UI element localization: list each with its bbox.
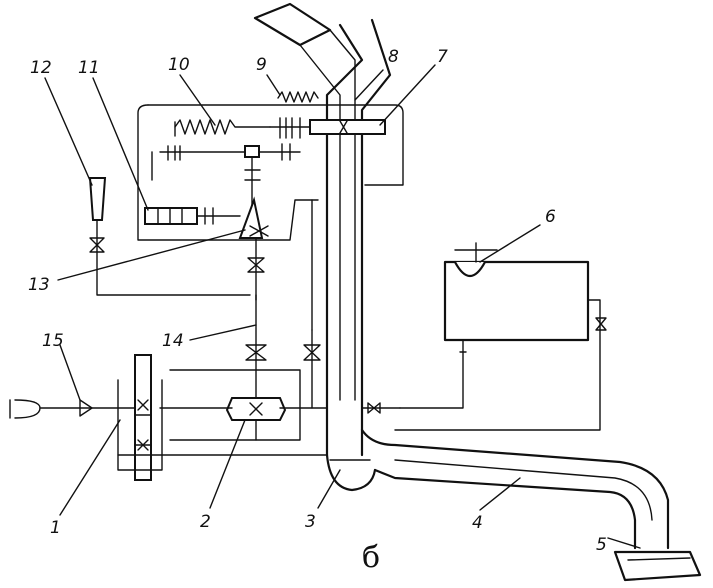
label-14: 14 <box>162 331 184 351</box>
riser-pipe-8 <box>253 2 392 457</box>
gauge-12 <box>88 177 251 296</box>
label-6: 6 <box>545 207 556 227</box>
pump-2 <box>159 369 313 441</box>
valve-13 <box>238 196 269 301</box>
label-1: 1 <box>50 518 61 538</box>
drain-pipe-4 <box>360 428 670 550</box>
label-4: 4 <box>472 513 483 533</box>
label-9: 9 <box>256 55 267 75</box>
collector-3 <box>325 453 377 492</box>
label-12: 12 <box>30 58 52 78</box>
gearbox-1 <box>117 354 328 481</box>
tank-6 <box>361 242 601 431</box>
label-8: 8 <box>388 47 399 67</box>
label-2: 2 <box>200 512 211 532</box>
regulator-7 <box>269 117 386 139</box>
label-3: 3 <box>305 512 316 532</box>
label-15: 15 <box>42 331 64 351</box>
drain-valve-icon <box>367 402 381 414</box>
outlet-5 <box>613 550 702 582</box>
label-7: 7 <box>437 47 448 67</box>
label-5: 5 <box>596 535 607 555</box>
linkage <box>151 143 301 221</box>
control-box <box>137 104 404 241</box>
line-14 <box>245 199 328 421</box>
leader-lines <box>44 64 641 549</box>
spring-9 <box>277 91 319 103</box>
shaft-15 <box>9 399 136 419</box>
label-13: 13 <box>28 275 50 295</box>
servo-11 <box>144 207 241 225</box>
figure-caption: б <box>362 540 380 575</box>
label-11: 11 <box>78 58 100 78</box>
spring-10 <box>174 119 271 137</box>
label-10: 10 <box>168 55 190 75</box>
tank-valve-icon <box>595 317 607 331</box>
